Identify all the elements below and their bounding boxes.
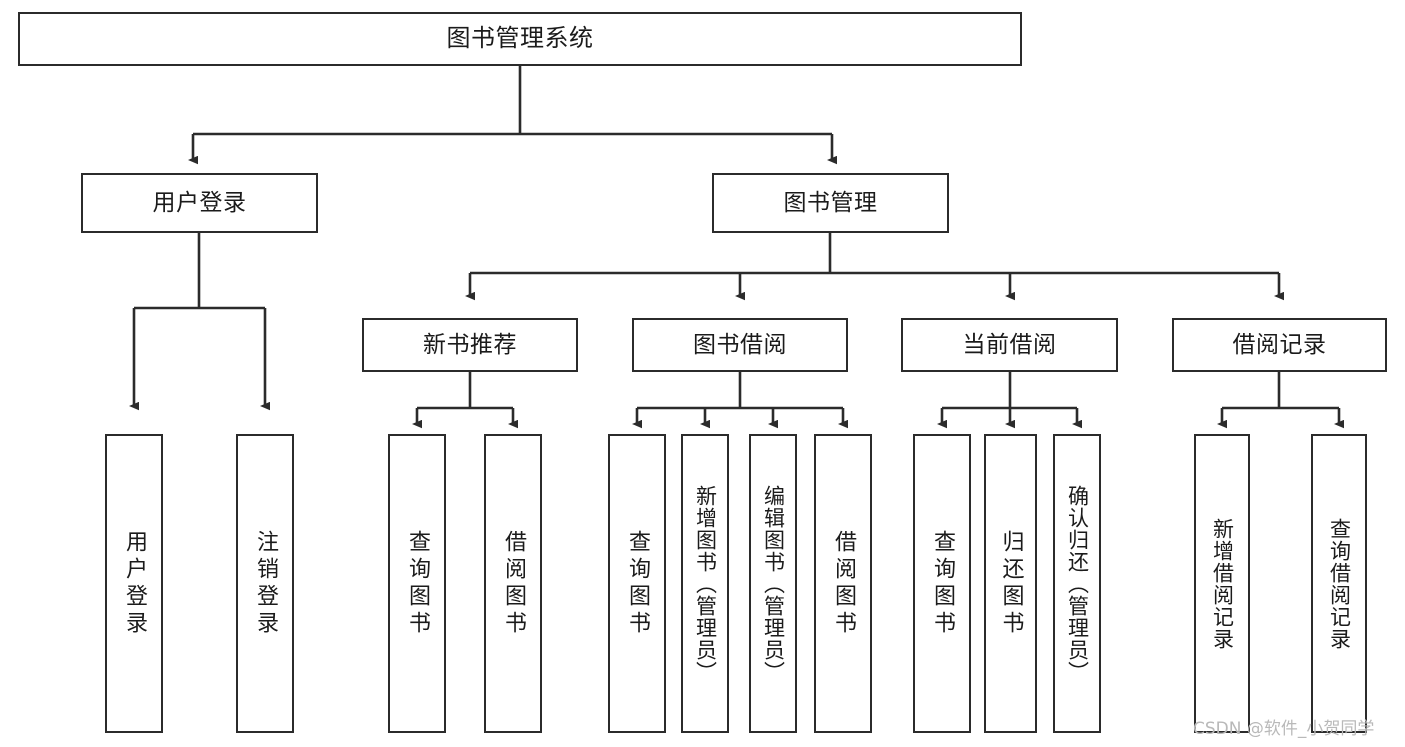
node-root-label: 图书管理系统 (446, 24, 594, 53)
node-leaf-confirm-return-admin-label: 确认归还（管理员） (1065, 484, 1090, 683)
node-leaf-query-book-current-label: 查询图书 (930, 529, 955, 638)
node-leaf-confirm-return-admin[interactable]: 确认归还（管理员） (1053, 434, 1101, 733)
node-leaf-return-book[interactable]: 归还图书 (984, 434, 1037, 733)
node-borrow-record-label: 借阅记录 (1232, 331, 1327, 358)
node-leaf-edit-book-admin-label: 编辑图书（管理员） (761, 484, 786, 683)
node-book-borrow[interactable]: 图书借阅 (632, 318, 848, 372)
node-leaf-borrow-book-borrow-label: 借阅图书 (831, 529, 856, 638)
node-leaf-borrow-book-borrow[interactable]: 借阅图书 (814, 434, 872, 733)
node-leaf-add-borrow-record[interactable]: 新增借阅记录 (1194, 434, 1250, 733)
node-leaf-user-login[interactable]: 用户登录 (105, 434, 163, 733)
node-leaf-add-borrow-record-label: 新增借阅记录 (1210, 517, 1235, 650)
node-leaf-edit-book-admin[interactable]: 编辑图书（管理员） (749, 434, 797, 733)
node-leaf-query-book-borrow[interactable]: 查询图书 (608, 434, 666, 733)
node-leaf-logout[interactable]: 注销登录 (236, 434, 294, 733)
node-new-book-recommend[interactable]: 新书推荐 (362, 318, 578, 372)
node-leaf-borrow-book-recommend[interactable]: 借阅图书 (484, 434, 542, 733)
node-book-management-label: 图书管理 (783, 189, 878, 216)
node-borrow-record[interactable]: 借阅记录 (1172, 318, 1387, 372)
node-book-borrow-label: 图书借阅 (693, 331, 787, 358)
node-leaf-user-login-label: 用户登录 (122, 529, 147, 638)
node-leaf-query-book-recommend[interactable]: 查询图书 (388, 434, 446, 733)
node-root[interactable]: 图书管理系统 (18, 12, 1022, 66)
node-leaf-add-book-admin-label: 新增图书（管理员） (693, 484, 718, 683)
node-user-login-label: 用户登录 (152, 189, 247, 216)
csdn-watermark: CSDN @软件_小贺同学 (1193, 719, 1375, 739)
node-leaf-borrow-book-recommend-label: 借阅图书 (501, 529, 526, 638)
node-leaf-query-book-borrow-label: 查询图书 (625, 529, 650, 638)
node-new-book-recommend-label: 新书推荐 (423, 331, 517, 358)
node-leaf-return-book-label: 归还图书 (998, 529, 1024, 638)
node-leaf-logout-label: 注销登录 (253, 529, 278, 638)
node-current-borrow-label: 当前借阅 (962, 331, 1057, 358)
node-current-borrow[interactable]: 当前借阅 (901, 318, 1118, 372)
node-leaf-query-borrow-record-label: 查询借阅记录 (1327, 517, 1352, 650)
node-leaf-add-book-admin[interactable]: 新增图书（管理员） (681, 434, 729, 733)
node-book-management[interactable]: 图书管理 (712, 173, 949, 233)
node-leaf-query-borrow-record[interactable]: 查询借阅记录 (1311, 434, 1367, 733)
node-leaf-query-book-recommend-label: 查询图书 (405, 529, 430, 638)
node-user-login[interactable]: 用户登录 (81, 173, 318, 233)
node-leaf-query-book-current[interactable]: 查询图书 (913, 434, 971, 733)
